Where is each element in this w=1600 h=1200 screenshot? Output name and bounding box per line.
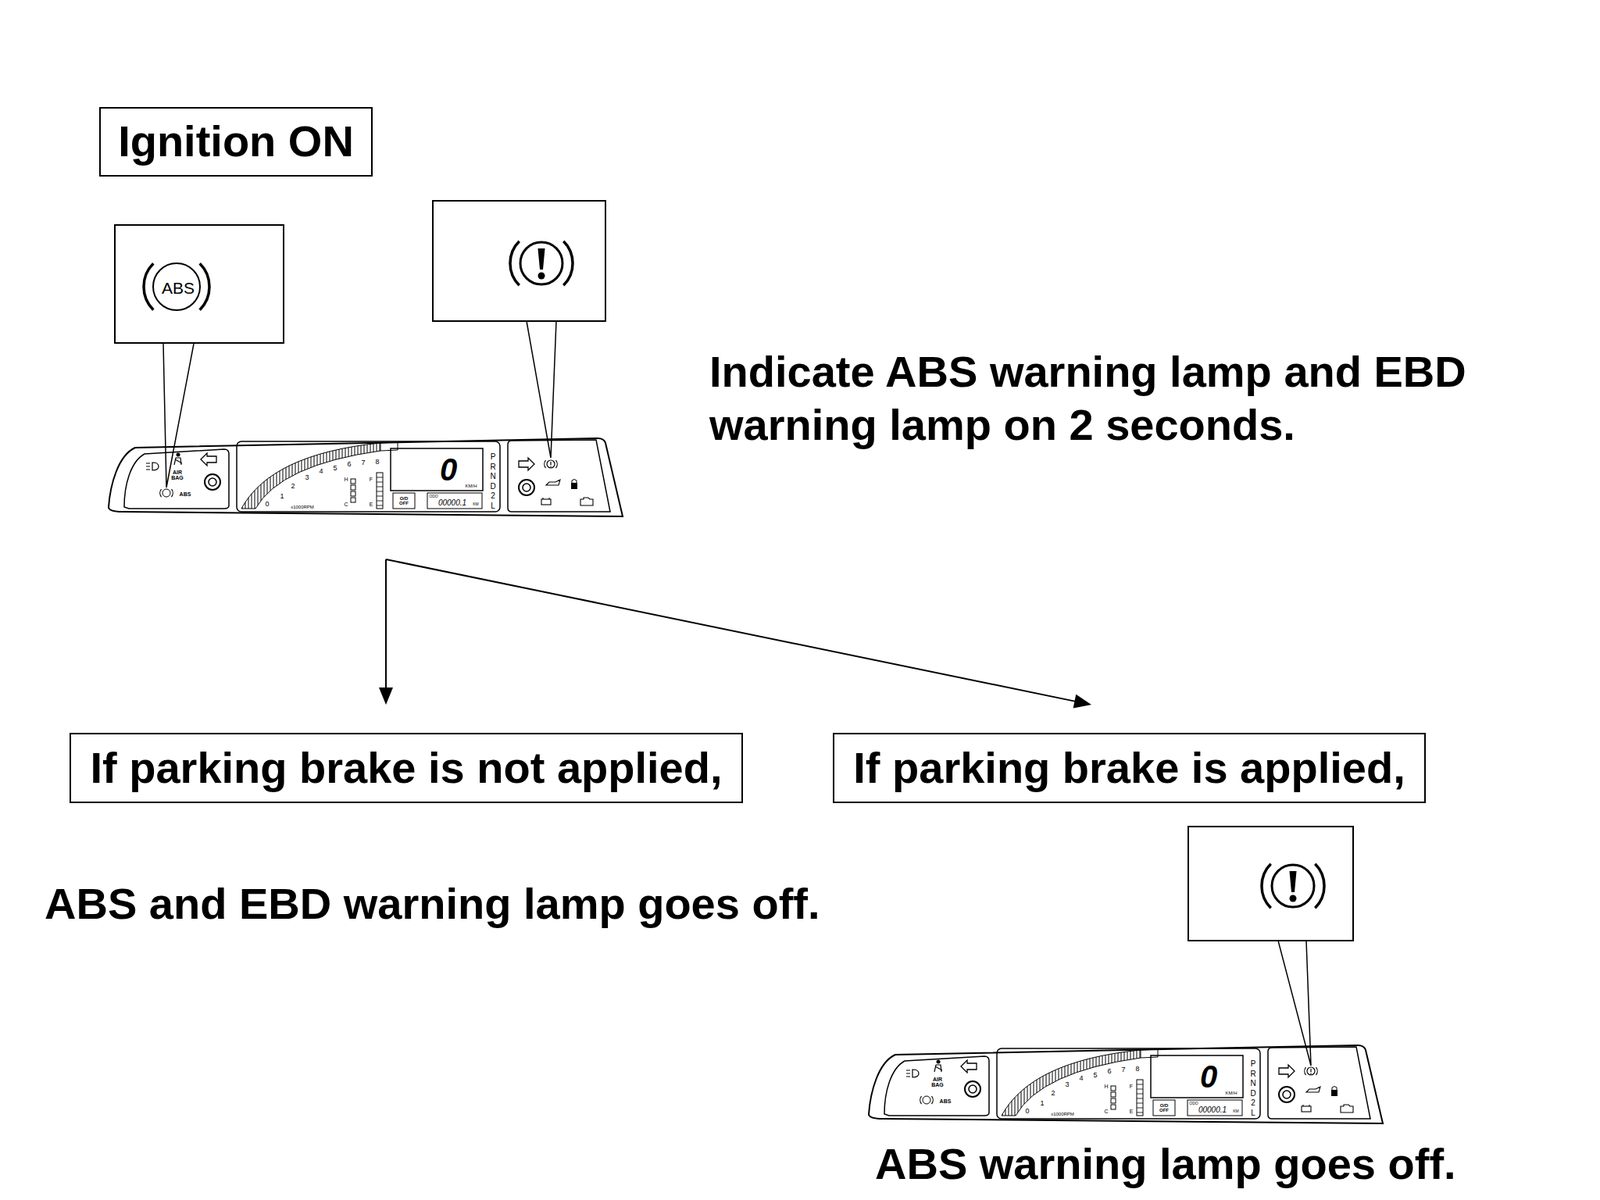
gauge-mark: H	[1103, 1083, 1108, 1090]
gauge-mark: C	[343, 501, 348, 508]
gauge-mark: E	[1129, 1108, 1134, 1115]
gauge-number: 0	[1025, 1107, 1029, 1115]
flow-arrow	[378, 559, 393, 705]
gauge-number: 1	[279, 492, 284, 500]
box-text: If parking brake is not applied,	[89, 742, 722, 793]
speed-unit: KM/H	[465, 483, 478, 489]
gauge-number: 5	[332, 464, 337, 472]
gauge-unit: x1000RPM	[1050, 1111, 1075, 1117]
gauge-number: 8	[1135, 1065, 1140, 1073]
instrument-cluster	[108, 438, 623, 517]
gauge-mark: F	[369, 476, 373, 483]
odo-unit: KM	[1232, 1109, 1240, 1114]
note-text: Indicate ABS warning lamp and EBD warnin…	[709, 345, 1522, 452]
gauge-mark: C	[1103, 1108, 1108, 1115]
indicator-label: AIR BAG	[171, 469, 185, 482]
gauge-number: 0	[264, 500, 269, 508]
gauge-number: 6	[1107, 1067, 1111, 1075]
od-off-label: O/D OFF	[1157, 1103, 1172, 1114]
flow-arrow	[385, 559, 1092, 708]
gauge-number: 5	[1092, 1071, 1097, 1079]
gauge-number: 6	[346, 460, 351, 468]
od-off-label: O/D OFF	[396, 496, 411, 507]
condition-box: If parking brake is not applied,	[69, 732, 743, 804]
gauge-number: 4	[318, 467, 323, 475]
gear-indicator: PRND2L	[489, 452, 497, 511]
odometer-readout: 00000.1	[438, 499, 467, 508]
gauge-number: 3	[304, 474, 309, 482]
arrow-line	[385, 559, 1078, 702]
result-text: ABS warning lamp goes off.	[875, 1137, 1457, 1191]
leader-line	[526, 321, 557, 458]
gauge-number: 2	[1050, 1089, 1055, 1097]
gauge-mark: F	[1129, 1083, 1133, 1090]
speed-readout: 0	[1200, 1060, 1218, 1093]
gauge-number: 3	[1064, 1081, 1069, 1089]
instrument-cluster	[868, 1045, 1383, 1124]
stage-box: Ignition ON	[99, 107, 373, 177]
box-text: If parking brake is applied,	[853, 742, 1405, 793]
gauge-number: 8	[375, 458, 379, 466]
gauge-number: 1	[1039, 1100, 1044, 1108]
result-text: ABS and EBD warning lamp goes off.	[44, 877, 821, 931]
box-text: Ignition ON	[117, 116, 354, 167]
odo-label: ODO	[428, 494, 438, 499]
gauge-number: 7	[1121, 1066, 1125, 1074]
speed-unit: KM/H	[1225, 1090, 1238, 1096]
condition-box: If parking brake is applied,	[832, 732, 1426, 804]
arrow-head	[1073, 694, 1092, 709]
gauge-mark: E	[369, 501, 374, 508]
indicator-label: AIR BAG	[931, 1076, 945, 1089]
leader-line	[163, 343, 194, 488]
abs-warning-symbol	[143, 263, 210, 311]
gauge-mark: H	[343, 476, 348, 483]
indicator-label: ABS	[179, 491, 192, 497]
gauge-number: 4	[1078, 1075, 1083, 1083]
brake-callout	[432, 200, 606, 322]
gear-indicator: PRND2L	[1249, 1059, 1258, 1118]
gauge-unit: x1000RPM	[290, 504, 315, 510]
arrow-line	[385, 559, 387, 691]
brake-callout	[1188, 826, 1354, 941]
speed-readout: 0	[439, 453, 458, 486]
odo-unit: KM	[472, 502, 479, 507]
gauge-number: 2	[290, 482, 295, 490]
indicator-label: ABS	[939, 1098, 952, 1104]
odo-label: ODO	[1189, 1101, 1198, 1106]
symbol-text: ABS	[161, 278, 195, 298]
callout-box: ABS	[114, 224, 285, 344]
odometer-readout: 00000.1	[1198, 1106, 1227, 1115]
leader-line	[1278, 940, 1311, 1066]
arrow-head	[378, 687, 393, 705]
gauge-number: 7	[360, 459, 365, 467]
